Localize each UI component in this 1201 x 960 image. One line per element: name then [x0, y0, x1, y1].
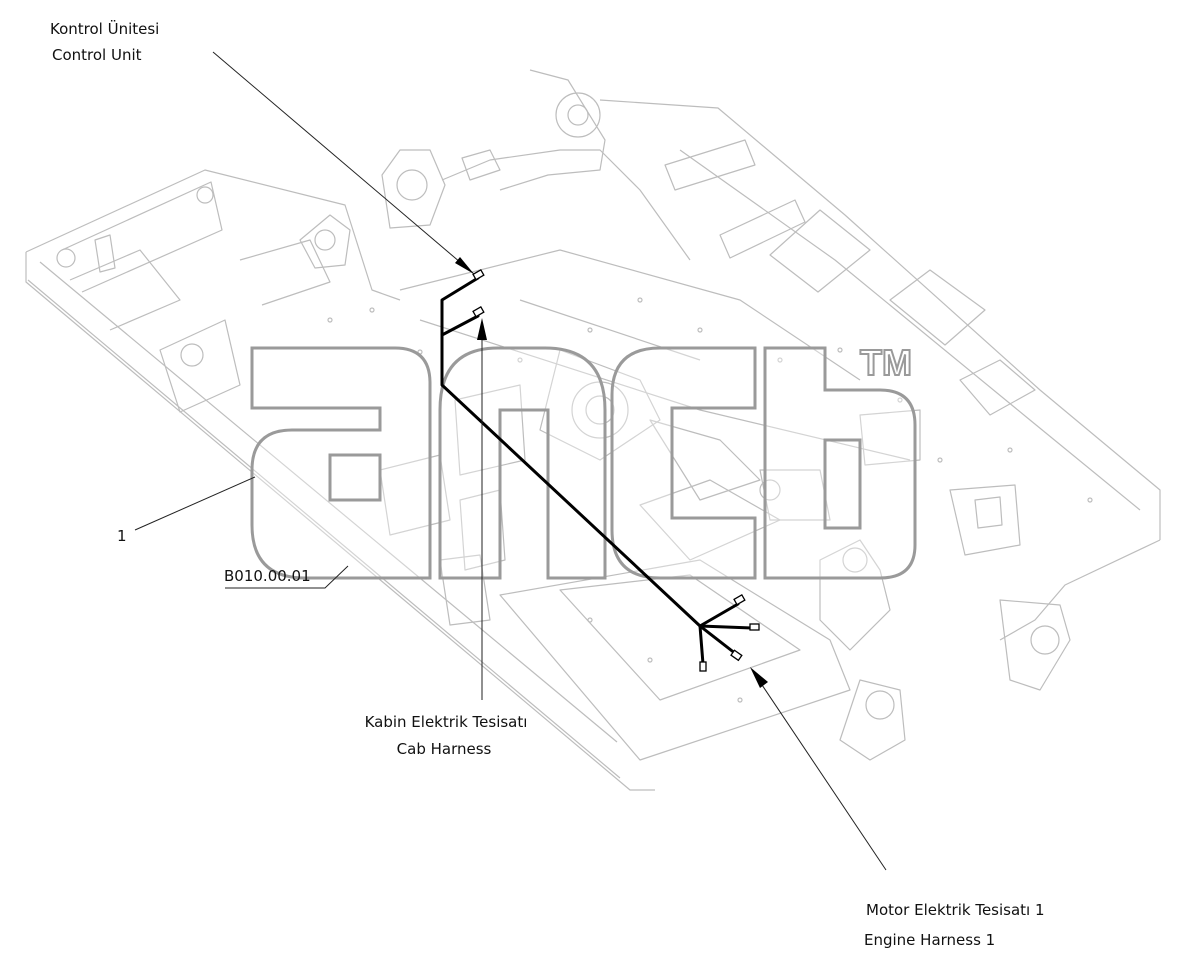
leader-lines: [134, 51, 887, 871]
engine-harness-branch-2: [698, 624, 754, 630]
watermark-letter-a: [250, 346, 432, 580]
cab-harness-wire: [440, 276, 702, 628]
watermark-letter-c: [610, 346, 757, 580]
part-number-label: B010.00.01: [224, 567, 311, 585]
cab-harness-branch: [440, 314, 480, 337]
chassis-frame-drawing: [25, 69, 1161, 791]
harness-connectors: [472, 269, 760, 672]
engine-harness-label-en: Engine Harness 1: [864, 931, 996, 949]
item-number-label: 1: [117, 527, 127, 545]
part-number-leader: [225, 565, 349, 589]
watermark-letter-b: [763, 346, 917, 580]
leader-arrowheads: [455, 257, 768, 688]
engine-harness-label-tr: Motor Elektrik Tesisatı 1: [866, 901, 1045, 919]
engine-harness-branch-3: [698, 624, 738, 656]
cab-harness-label-en: Cab Harness: [396, 740, 492, 758]
control-unit-label-tr: Kontrol Ünitesi: [50, 20, 160, 38]
engine-harness-arrowhead: [750, 667, 768, 688]
control-unit-leader: [212, 51, 475, 275]
connector: [733, 594, 746, 606]
item-number-leader: [134, 476, 256, 531]
connector: [472, 269, 485, 281]
control-unit-label-en: Control Unit: [52, 46, 142, 64]
engine-harness-branch-1: [698, 602, 740, 628]
watermark-trademark: TM: [860, 342, 912, 383]
connector: [749, 623, 760, 631]
control-unit-arrowhead: [455, 257, 474, 274]
connector: [472, 306, 485, 318]
cab-harness-label-tr: Kabin Elektrik Tesisatı: [364, 713, 528, 731]
cab-harness-arrowhead: [477, 318, 487, 340]
wiring-harness: [440, 276, 754, 666]
watermark-logo: [250, 346, 917, 580]
connector: [730, 649, 743, 662]
watermark-letter-m: [438, 346, 607, 580]
engine-harness-leader: [755, 675, 887, 871]
engine-harness-branch-4: [698, 624, 705, 666]
connector: [699, 661, 707, 672]
